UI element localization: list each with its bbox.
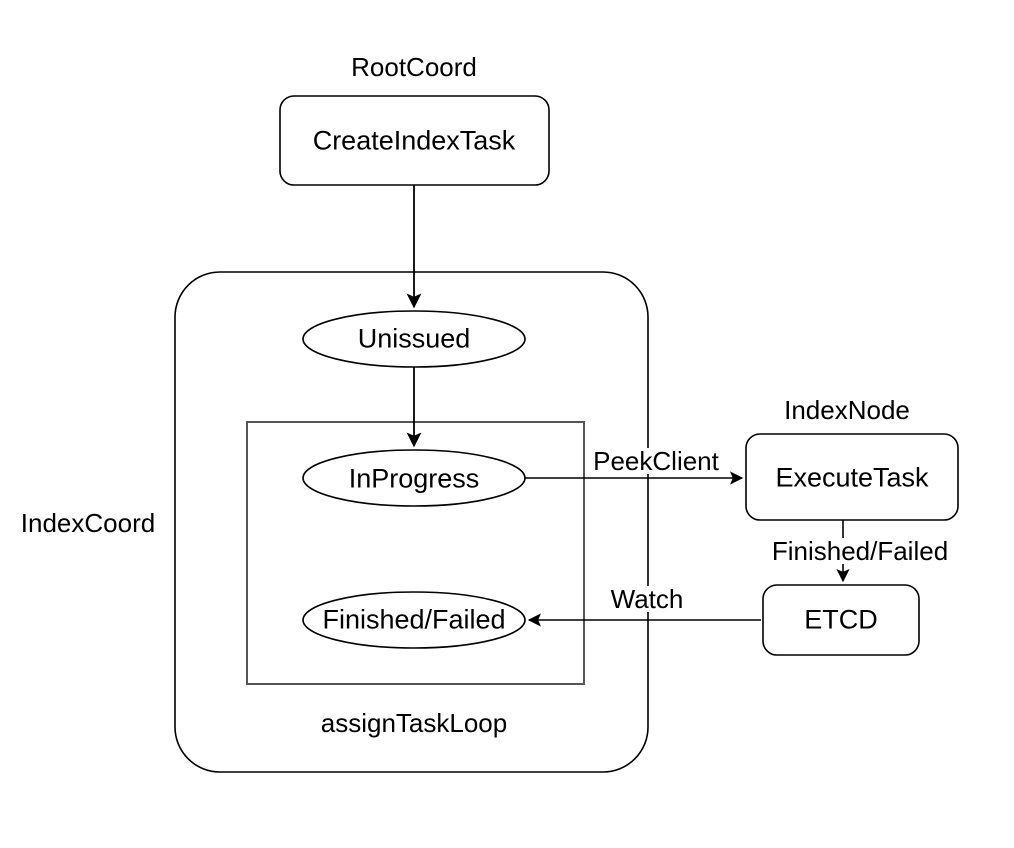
node-execute-task-shape[interactable] [745,433,959,521]
node-label-finished-failed[interactable]: Finished/Failed [322,604,506,635]
edge-label-peekclient: PeekClient [590,448,722,474]
group-label-indexnode: IndexNode [784,395,910,425]
node-finished-failed-shape[interactable] [302,591,526,649]
group-indexcoord-border [174,271,649,773]
node-label-etcd[interactable]: ETCD [804,604,878,635]
node-label-unissued[interactable]: Unissued [357,323,471,354]
group-assigntaskloop-border [246,421,585,685]
node-etcd-shape[interactable] [762,584,920,656]
group-label-assigntaskloop: assignTaskLoop [320,708,508,738]
node-label-create-index-task[interactable]: CreateIndexTask [312,125,516,156]
node-label-inprogress[interactable]: InProgress [348,463,480,494]
edge-label-finished-failed: Finished/Failed [768,538,952,564]
edge-label-watch: Watch [607,586,687,612]
node-label-execute-task[interactable]: ExecuteTask [775,462,929,493]
group-label-rootcoord: RootCoord [351,52,477,82]
group-label-indexcoord: IndexCoord [20,508,156,538]
